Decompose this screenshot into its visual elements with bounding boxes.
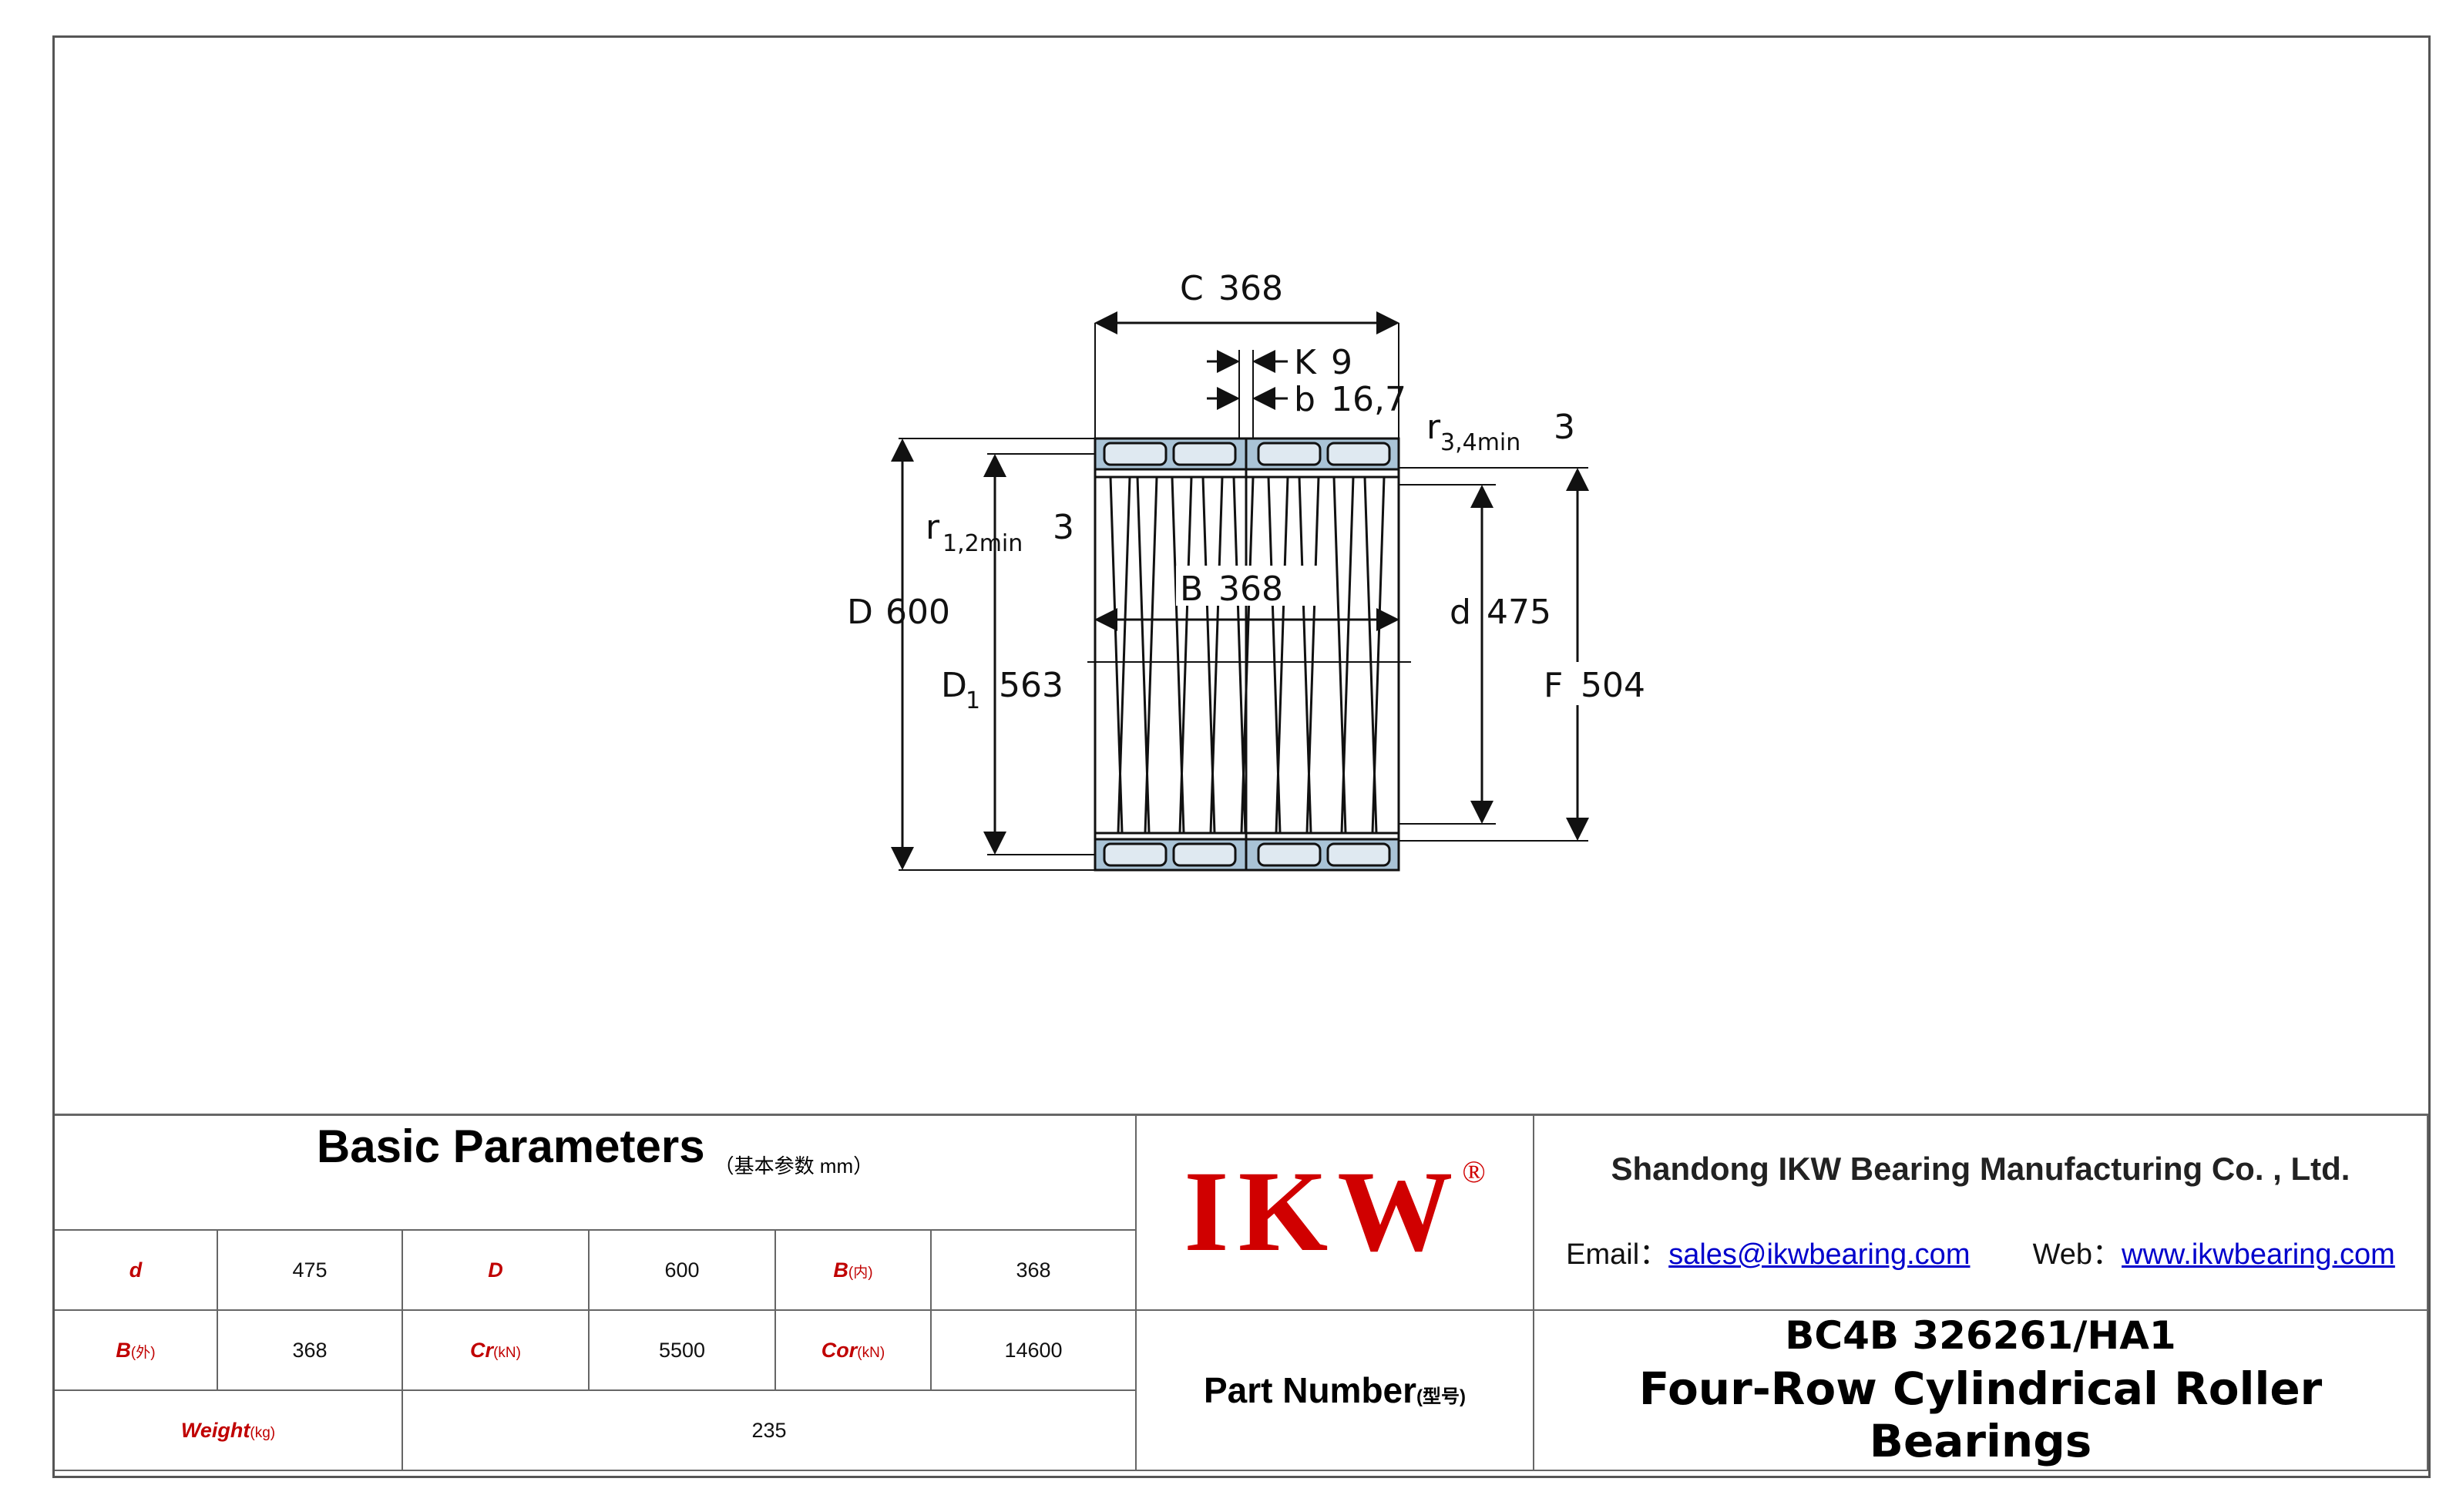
- dim-d-value: 475: [1487, 593, 1551, 632]
- param-value-D: 600: [590, 1231, 776, 1311]
- basic-parameters-unit: （基本参数 mm）: [714, 1154, 874, 1178]
- dim-B-value: 368: [1218, 570, 1283, 609]
- dim-r34-sub: 3,4min: [1440, 429, 1520, 456]
- param-value-B-outer: 368: [218, 1311, 403, 1391]
- dim-D-value: 600: [885, 593, 950, 632]
- dim-r12: r 1,2min 3: [926, 508, 1074, 557]
- title-block-top-border: [55, 1114, 2428, 1116]
- dim-r12-sub: 1,2min: [942, 530, 1023, 557]
- dim-r12-label: r: [926, 508, 940, 547]
- email-label: Email：: [1566, 1238, 1669, 1272]
- param-label-B-outer: B(外): [55, 1311, 218, 1391]
- registered-mark: ®: [1462, 1154, 1486, 1189]
- dim-r34-label: r: [1426, 408, 1441, 447]
- roller-hatch: [1087, 438, 1411, 870]
- email-link[interactable]: sales@ikwbearing.com: [1668, 1238, 1971, 1272]
- web-link[interactable]: www.ikwbearing.com: [2122, 1238, 2395, 1272]
- dim-r34: r 3,4min 3: [1426, 408, 1575, 456]
- basic-parameters-header: Basic Parameters （基本参数 mm）: [55, 1114, 1137, 1231]
- dim-r12-value: 3: [1053, 508, 1074, 547]
- model-info: BC4B 326261/HA1 Four-Row Cylindrical Rol…: [1534, 1311, 2428, 1471]
- dim-F-value: 504: [1581, 666, 1645, 705]
- product-type: Four-Row Cylindrical Roller Bearings: [1638, 1362, 2323, 1467]
- param-value-B-inner: 368: [932, 1231, 1137, 1311]
- dim-K-value: 9: [1331, 343, 1352, 382]
- dim-D1-value: 563: [999, 666, 1063, 705]
- param-value-Cr: 5500: [590, 1311, 776, 1391]
- ikw-logo: IKW®: [1137, 1114, 1534, 1311]
- dim-F: F 504: [1399, 467, 1646, 842]
- dim-b-value: 16,7: [1331, 380, 1406, 419]
- dim-F-label: F: [1544, 666, 1563, 705]
- param-label-d: d: [55, 1231, 218, 1311]
- param-label-weight: Weight(kg): [55, 1391, 403, 1471]
- drawing-sheet: C 368 K 9 b 16,7 r 3,4min 3: [52, 35, 2431, 1478]
- basic-parameters-title: Basic Parameters: [316, 1121, 705, 1172]
- dim-D1-sub: 1: [966, 687, 980, 714]
- outer-ring-bottom: [1094, 832, 1400, 872]
- company-info: Shandong IKW Bearing Manufacturing Co. ,…: [1534, 1114, 2428, 1311]
- bearing-drawing: C 368 K 9 b 16,7 r 3,4min 3: [825, 246, 1750, 916]
- part-number-label-cell: Part Number(型号): [1137, 1311, 1534, 1471]
- web-label: Web：: [2032, 1238, 2122, 1272]
- param-label-Cor: Cor(kN): [776, 1311, 932, 1391]
- company-name: Shandong IKW Bearing Manufacturing Co. ,…: [1611, 1150, 2350, 1187]
- param-label-B-inner: B(内): [776, 1231, 932, 1311]
- part-number-label: Part Number(型号): [1203, 1370, 1467, 1410]
- contact-line: Email：sales@ikwbearing.com Web：www.ikwbe…: [1566, 1230, 2395, 1272]
- dim-K-label: K: [1294, 343, 1317, 382]
- logo-text: IKW: [1184, 1147, 1463, 1275]
- param-label-D: D: [403, 1231, 590, 1311]
- param-value-Cor: 14600: [932, 1311, 1137, 1391]
- dim-r34-value: 3: [1554, 408, 1575, 447]
- dim-C-label: C: [1180, 269, 1204, 308]
- model-number: BC4B 326261/HA1: [1785, 1313, 2176, 1358]
- dim-b-label: b: [1294, 380, 1315, 419]
- dim-K-b: K 9 b 16,7: [1207, 343, 1406, 438]
- dim-D1: D 1 563: [941, 453, 1095, 855]
- dim-B-label: B: [1180, 570, 1203, 609]
- dim-B: B 368: [1094, 566, 1399, 631]
- title-block: Basic Parameters （基本参数 mm） d 475 D 600 B…: [55, 1114, 2428, 1476]
- dim-D1-label: D: [941, 666, 967, 705]
- dim-D-label: D: [847, 593, 873, 632]
- bearing-cross-section: C 368 K 9 b 16,7 r 3,4min 3: [847, 269, 1646, 872]
- dim-d-label: d: [1450, 593, 1471, 632]
- dim-D: D 600: [847, 438, 1095, 871]
- dim-C: C 368: [1094, 269, 1399, 438]
- param-value-weight: 235: [403, 1391, 1137, 1471]
- param-label-Cr: Cr(kN): [403, 1311, 590, 1391]
- dim-d: d 475: [1399, 484, 1551, 825]
- dim-C-value: 368: [1218, 269, 1283, 308]
- param-value-d: 475: [218, 1231, 403, 1311]
